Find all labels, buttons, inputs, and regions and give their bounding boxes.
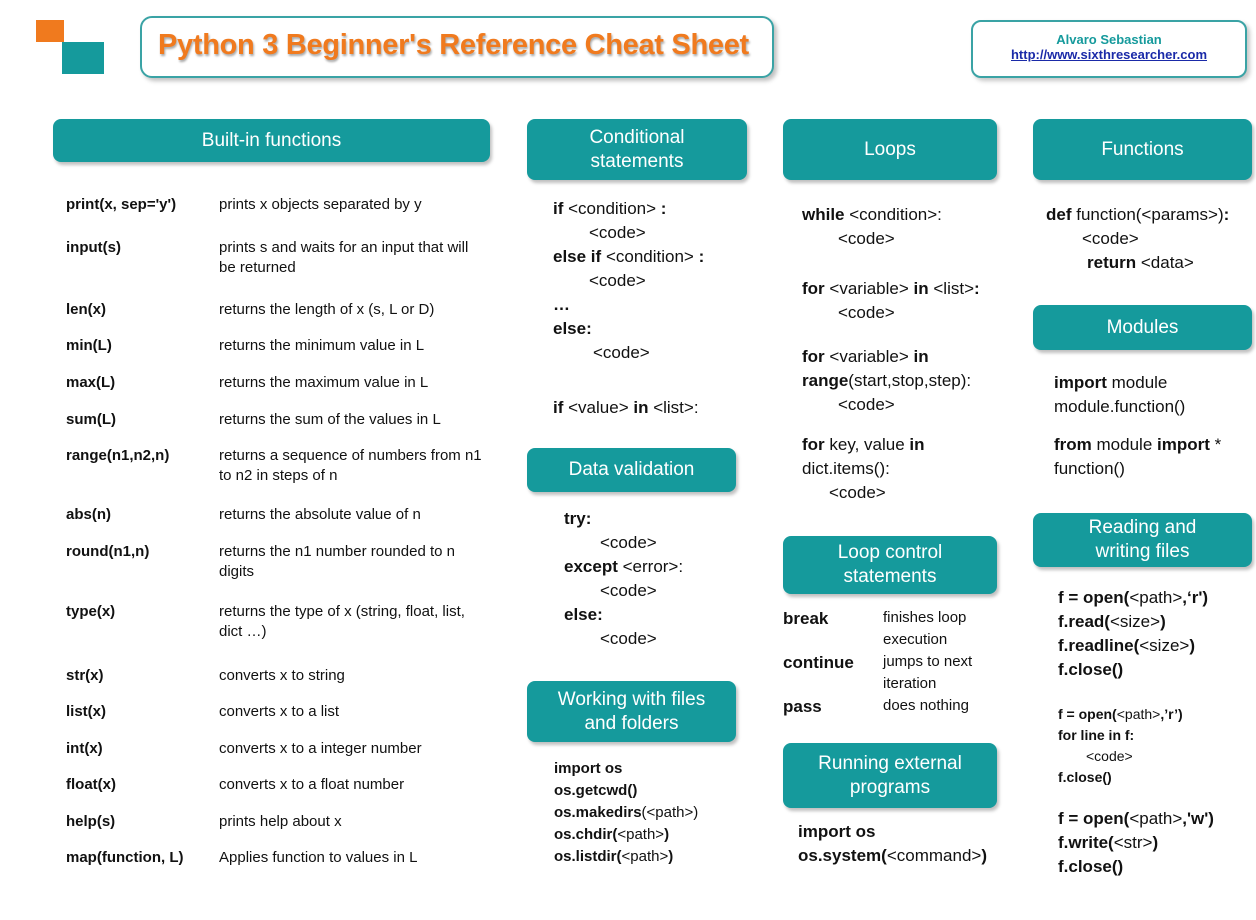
builtin-function-name: max(L) (66, 374, 116, 391)
builtin-function-name: min(L) (66, 337, 112, 354)
title-box: Python 3 Beginner's Reference Cheat Shee… (140, 16, 774, 78)
builtin-function-desc: returns the n1 number rounded to n digit… (219, 543, 455, 580)
builtin-function-desc: returns the length of x (s, L or D) (219, 301, 435, 318)
external-header: Running external programs (783, 743, 997, 808)
loops-title: Loops (864, 138, 916, 160)
external-code: import os os.system(<command>) (798, 822, 987, 865)
builtin-function-desc: converts x to string (219, 667, 345, 684)
builtin-function-name: float(x) (66, 776, 116, 793)
builtin-function-name: input(s) (66, 239, 121, 256)
builtin-function-name: type(x) (66, 603, 116, 620)
conditional-code: if <condition> : <code> else if <conditi… (553, 199, 705, 362)
validation-header: Data validation (527, 448, 736, 492)
rw-header: Reading and writing files (1033, 513, 1252, 567)
logo-orange-square (36, 20, 64, 42)
builtin-function-desc: prints help about x (219, 813, 342, 830)
functions-header: Functions (1033, 119, 1252, 180)
builtin-title: Built-in functions (201, 129, 342, 151)
builtin-function-desc: returns a sequence of numbers from n1 to… (219, 447, 482, 484)
loop-control-desc: does nothing (883, 697, 969, 714)
author-name: Alvaro Sebastian (1056, 32, 1162, 47)
builtin-function-desc: returns the sum of the values in L (219, 411, 441, 428)
builtin-function-name: str(x) (66, 667, 104, 684)
files-code: import os os.getcwd() os.makedirs(<path>… (554, 760, 699, 865)
author-link[interactable]: http://www.sixthresearcher.com (1010, 47, 1208, 62)
page-title: Python 3 Beginner's Reference Cheat Shee… (158, 29, 749, 61)
builtin-function-name: abs(n) (66, 506, 111, 523)
files-header: Working with files and folders (527, 681, 736, 742)
builtin-function-name: len(x) (66, 301, 107, 318)
builtin-header: Built-in functions (53, 119, 490, 162)
loop-control-keyword: break (783, 609, 829, 628)
validation-code: try: <code> except <error>: <code> else:… (564, 509, 684, 648)
builtin-function-name: print(x, sep='y') (66, 196, 177, 213)
builtin-function-desc: returns the absolute value of n (219, 506, 421, 523)
functions-title: Functions (1101, 138, 1184, 160)
rw-write-code: f = open(<path>,'w') f.write(<str>) f.cl… (1058, 809, 1214, 876)
conditional-in-line: if <value> in <list>: (553, 398, 699, 417)
files-title: Working with files and folders (557, 688, 706, 734)
loop-control-desc: jumps to next iteration (883, 653, 973, 692)
conditional-header: Conditional statements (527, 119, 747, 180)
loop-control-title: Loop control statements (837, 542, 943, 587)
rw-read-code: f = open(<path>,‘r') f.read(<size>) f.re… (1058, 588, 1209, 679)
builtin-function-name: help(s) (66, 813, 116, 830)
modules-header: Modules (1033, 305, 1252, 350)
builtin-function-desc: returns the minimum value in L (219, 337, 425, 354)
builtin-function-desc: returns the type of x (string, float, li… (219, 603, 465, 640)
builtin-function-desc: converts x to a integer number (219, 740, 422, 757)
builtin-function-name: round(n1,n) (66, 543, 150, 560)
modules-title: Modules (1106, 316, 1179, 338)
builtin-function-desc: prints s and waits for an input that wil… (219, 239, 469, 276)
functions-code: def function(<params>): <code> return <d… (1046, 205, 1230, 272)
loop-control-desc: finishes loop execution (883, 609, 967, 648)
builtin-function-desc: converts x to a list (219, 703, 340, 720)
validation-title: Data validation (568, 459, 695, 480)
builtin-function-desc: converts x to a float number (219, 776, 405, 793)
loops-header: Loops (783, 119, 997, 180)
external-title: Running external programs (818, 752, 962, 798)
builtin-function-name: sum(L) (66, 411, 116, 428)
loop-control-keyword: continue (783, 653, 854, 672)
logo-teal-square (62, 42, 104, 74)
loop-control-keyword: pass (783, 697, 822, 716)
builtin-function-name: list(x) (66, 703, 107, 720)
conditional-title: Conditional statements (589, 126, 685, 172)
builtin-function-desc: prints x objects separated by y (219, 196, 422, 213)
loops-code: while <condition>: <code> for <variable>… (802, 205, 980, 502)
builtin-function-desc: returns the maximum value in L (219, 374, 429, 391)
loop-control-header: Loop control statements (783, 536, 997, 594)
rw-loop-code: f = open(<path>,’r’) for line in f: <cod… (1058, 706, 1183, 785)
builtin-function-name: map(function, L) (66, 849, 184, 866)
builtin-function-name: range(n1,n2,n) (66, 447, 170, 464)
builtin-function-desc: Applies function to values in L (219, 849, 418, 866)
builtin-function-name: int(x) (66, 740, 103, 757)
modules-code: import module module.function() from mod… (1054, 373, 1222, 478)
rw-title: Reading and writing files (1088, 517, 1197, 562)
author-box: Alvaro Sebastian http://www.sixthresearc… (971, 20, 1247, 78)
